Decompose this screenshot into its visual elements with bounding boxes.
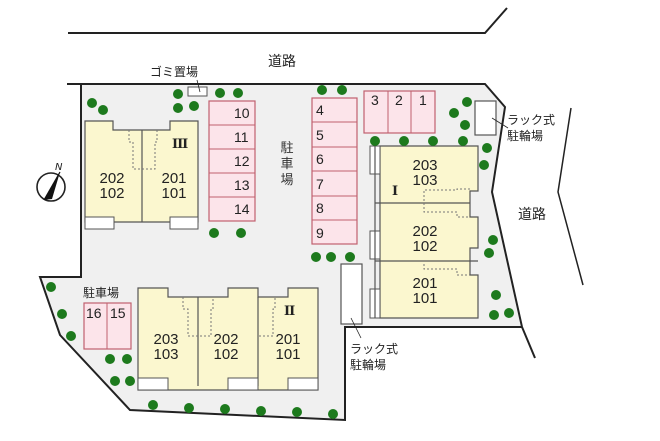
- unit-block: 201 101: [412, 275, 438, 307]
- parking-space: 16: [86, 305, 102, 321]
- parking-space: 9: [316, 225, 324, 241]
- parking-space: 10: [234, 105, 250, 121]
- building-II: [137, 287, 319, 391]
- parking-space: 1: [419, 92, 427, 108]
- building-II-label: II: [284, 304, 295, 319]
- building-III-label: III: [172, 137, 188, 152]
- parking-column-b: [311, 97, 358, 245]
- parking-row-top: [363, 90, 436, 134]
- parking-row-sw: [83, 302, 132, 350]
- compass-north-label: N: [55, 162, 63, 173]
- compass-icon: [36, 171, 66, 202]
- building-III: [84, 120, 199, 230]
- parking-space: 3: [371, 92, 379, 108]
- parking-main-label: 駐車場: [280, 141, 294, 188]
- unit-block: 202 102: [99, 170, 125, 202]
- lot-outline-east-bottom: [38, 84, 522, 422]
- unit-block: 203 103: [412, 157, 438, 189]
- bike-rack-ne: [474, 100, 497, 136]
- bike-rack-ne-label: ラック式 駐輪場: [507, 113, 556, 143]
- garbage-area: [187, 86, 208, 97]
- unit-block: 202 102: [412, 223, 438, 255]
- parking-space: 7: [316, 176, 324, 192]
- east-road-label: 道路: [518, 207, 546, 223]
- parking-space: 15: [110, 305, 126, 321]
- unit-block: 202 102: [213, 331, 239, 363]
- building-I: [369, 145, 479, 319]
- building-I-label: I: [392, 184, 398, 199]
- bike-rack-s-label: ラック式 駐輪場: [350, 342, 399, 372]
- east-road-line: [557, 107, 584, 286]
- parking-space: 12: [234, 153, 250, 169]
- north-road-line: [68, 7, 508, 34]
- parking-space: 8: [316, 200, 324, 216]
- parking-space: 13: [234, 177, 250, 193]
- garbage-area-label: ゴミ置場: [150, 65, 199, 79]
- north-road-label: 道路: [268, 54, 296, 70]
- trees: [46, 85, 514, 419]
- parking-column-a: [208, 100, 256, 222]
- parking-space: 5: [316, 127, 324, 143]
- parking-sw-label: 駐車場: [83, 286, 120, 300]
- parking-space: 6: [316, 151, 324, 167]
- parking-space: 2: [395, 92, 403, 108]
- unit-block: 201 101: [275, 331, 301, 363]
- lot-outline: [67, 83, 536, 359]
- unit-block: 201 101: [161, 170, 187, 202]
- parking-space: 4: [316, 102, 324, 118]
- parking-space: 14: [234, 201, 250, 217]
- parking-space: 11: [234, 129, 249, 145]
- unit-block: 203 103: [153, 331, 179, 363]
- bike-rack-s: [340, 263, 363, 325]
